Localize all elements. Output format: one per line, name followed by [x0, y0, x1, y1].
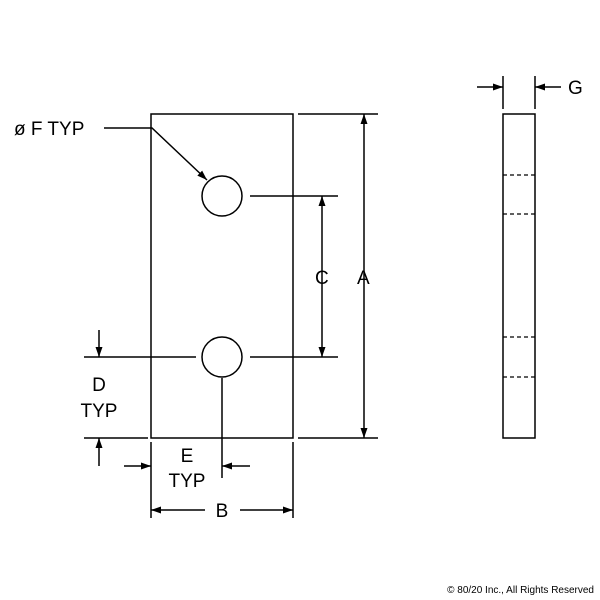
- dimension-a: [298, 113, 378, 439]
- dimension-d: [84, 330, 196, 466]
- dimension-g: [477, 76, 561, 109]
- hidden-hole-lines: [503, 174, 535, 378]
- hole-diameter-label: ø F TYP: [14, 119, 84, 140]
- side-view: [502, 113, 536, 439]
- dimension-c: [250, 195, 338, 358]
- dimension-e-label-line1: E: [181, 446, 194, 467]
- dimension-c-label: C: [315, 268, 329, 289]
- dimension-e-label-line2: TYP: [169, 471, 206, 492]
- lower-hole: [201, 336, 243, 378]
- copyright-text: © 80/20 Inc., All Rights Reserved: [447, 585, 594, 596]
- dimension-a-label: A: [357, 268, 370, 289]
- dimension-b-label: B: [216, 501, 229, 522]
- dimension-b: [150, 442, 294, 518]
- dimension-d-label-line1: D: [92, 375, 106, 396]
- upper-hole: [201, 175, 243, 217]
- hole-diameter-leader: [104, 127, 208, 181]
- dimension-d-label-line2: TYP: [81, 401, 118, 422]
- side-plate-outline: [502, 113, 536, 439]
- dimension-g-label: G: [568, 78, 583, 99]
- dimension-e: [124, 378, 250, 478]
